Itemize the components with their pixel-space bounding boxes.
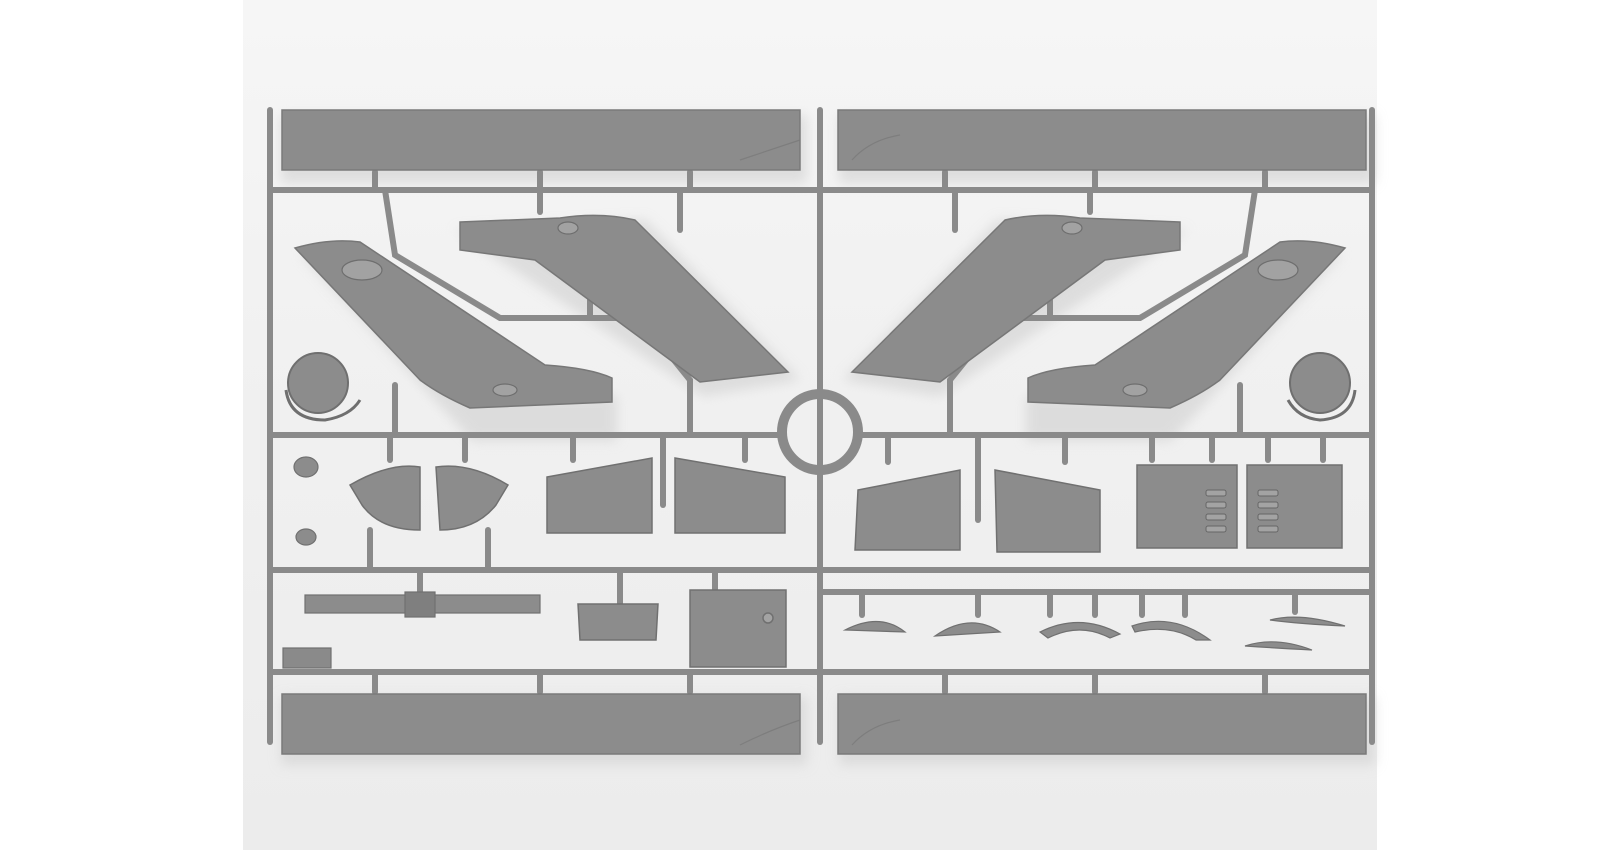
flap-part — [994, 469, 1101, 553]
long-panel — [281, 109, 801, 171]
tail-fin — [1027, 240, 1347, 409]
flap-parts — [546, 457, 1101, 553]
long-panels — [281, 109, 1367, 755]
flap-part — [674, 457, 786, 534]
tail-fins — [293, 214, 1347, 409]
long-panel — [281, 693, 801, 755]
rotor-blade-part — [282, 591, 541, 669]
flap-part — [854, 469, 961, 551]
cone-half — [435, 465, 510, 531]
flap-part — [546, 457, 653, 534]
basket-part — [577, 603, 659, 641]
dome-part — [287, 352, 349, 414]
long-panel — [837, 693, 1367, 755]
sprue-center-ring — [777, 389, 863, 475]
long-panel — [837, 109, 1367, 171]
dome-part — [1289, 352, 1351, 414]
tail-fin — [293, 240, 613, 409]
airfoil-parts — [842, 616, 1346, 651]
dome-parts — [287, 352, 1351, 414]
airfoil-part — [1244, 641, 1313, 651]
louvered-panels — [1136, 464, 1343, 549]
airfoil-part — [842, 620, 907, 633]
airfoil-part — [1269, 616, 1346, 627]
airfoil-part — [1131, 620, 1212, 641]
sprue-shadow — [281, 115, 1375, 765]
tail-fin — [459, 214, 790, 383]
cone-halves — [348, 465, 510, 531]
sprue-runners — [267, 107, 1375, 745]
cone-half — [348, 465, 421, 531]
box-part — [689, 589, 787, 668]
airfoil-part — [932, 622, 1002, 637]
airfoil-part — [1038, 621, 1122, 639]
tail-fin — [850, 214, 1181, 383]
